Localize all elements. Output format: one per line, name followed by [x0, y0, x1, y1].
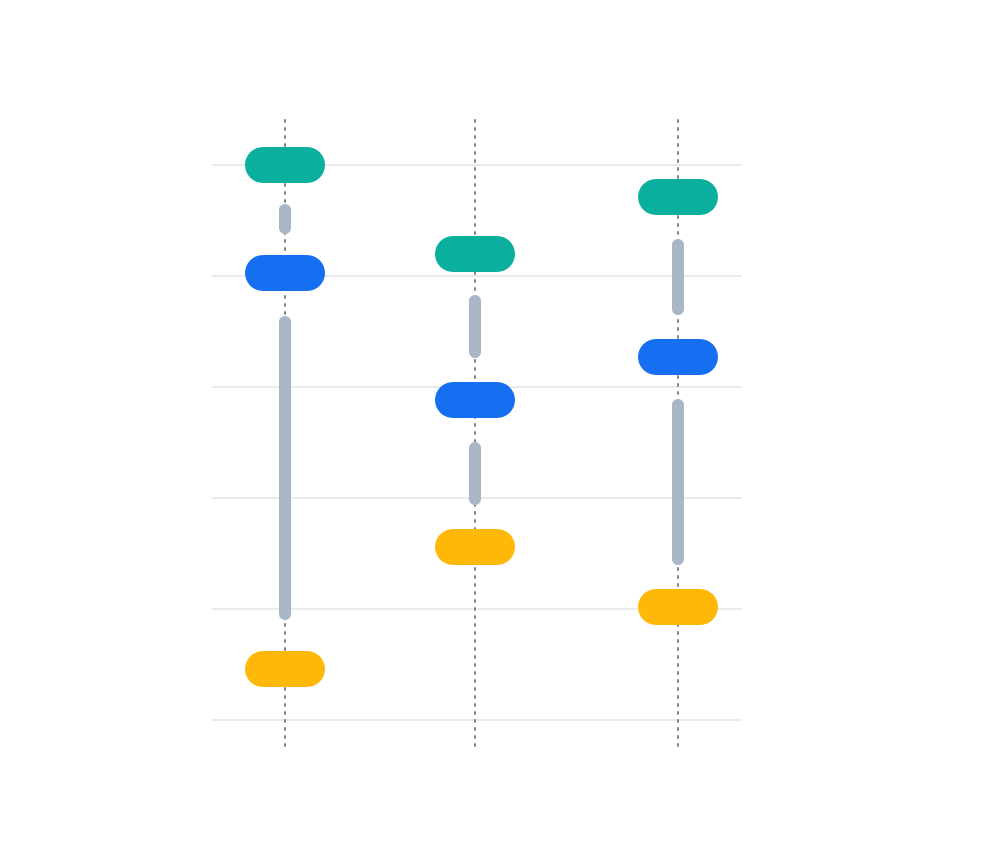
lane-2	[435, 119, 515, 751]
teal-node	[245, 147, 325, 183]
amber-node	[245, 651, 325, 687]
amber-node	[435, 529, 515, 565]
amber-node	[638, 589, 718, 625]
connector-bar	[279, 316, 291, 620]
lane-3	[638, 119, 718, 751]
blue-node	[638, 339, 718, 375]
blue-node	[245, 255, 325, 291]
connector-bar	[279, 204, 291, 234]
connector-bar	[672, 399, 684, 565]
lanes	[245, 119, 718, 751]
teal-node	[638, 179, 718, 215]
lane-1	[245, 119, 325, 751]
connector-bar	[672, 239, 684, 315]
teal-node	[435, 236, 515, 272]
connector-bar	[469, 295, 481, 358]
connector-bar	[469, 442, 481, 505]
blue-node	[435, 382, 515, 418]
